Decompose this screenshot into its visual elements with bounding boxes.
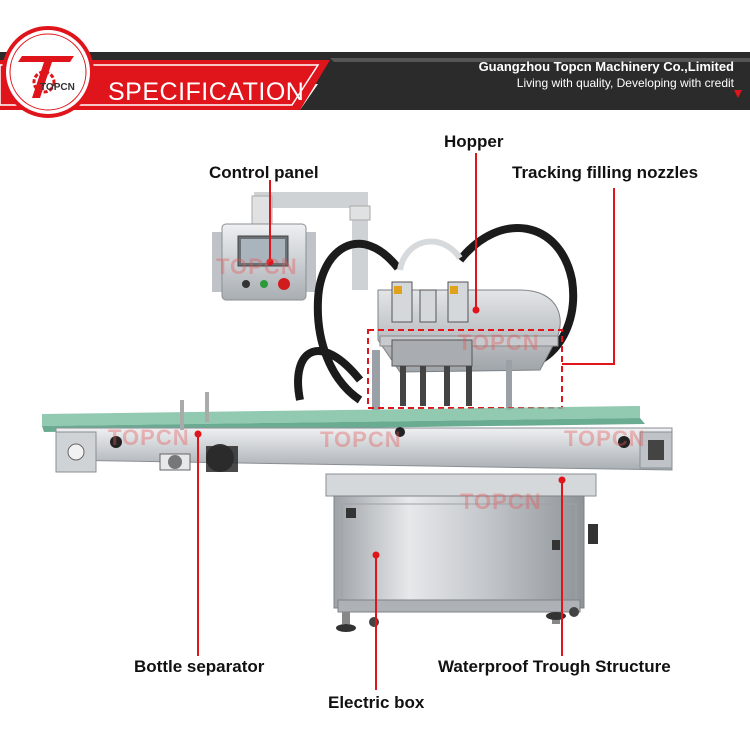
label-waterproof-trough: Waterproof Trough Structure [438, 657, 671, 676]
company-name: Guangzhou Topcn Machinery Co.,Limited [478, 59, 734, 74]
watermark-6: TOPCN [460, 489, 542, 514]
watermark-1: TOPCN [216, 254, 298, 279]
page-title: SPECIFICATION [108, 78, 305, 106]
watermark-4: TOPCN [320, 427, 402, 452]
watermark-3: TOPCN [108, 425, 190, 450]
label-control-panel: Control panel [209, 163, 319, 182]
label-bottle-separator: Bottle separator [134, 657, 265, 676]
logo-text: TOPCN [40, 82, 75, 93]
label-hopper: Hopper [444, 132, 504, 151]
company-slogan: Living with quality, Developing with cre… [516, 76, 734, 90]
company-logo: TOPCN [0, 22, 100, 122]
watermark-2: TOPCN [458, 330, 540, 355]
watermark-5: TOPCN [564, 426, 646, 451]
label-tracking-filling-nozzles: Tracking filling nozzles [512, 163, 699, 182]
label-electric-box: Electric box [328, 693, 425, 712]
